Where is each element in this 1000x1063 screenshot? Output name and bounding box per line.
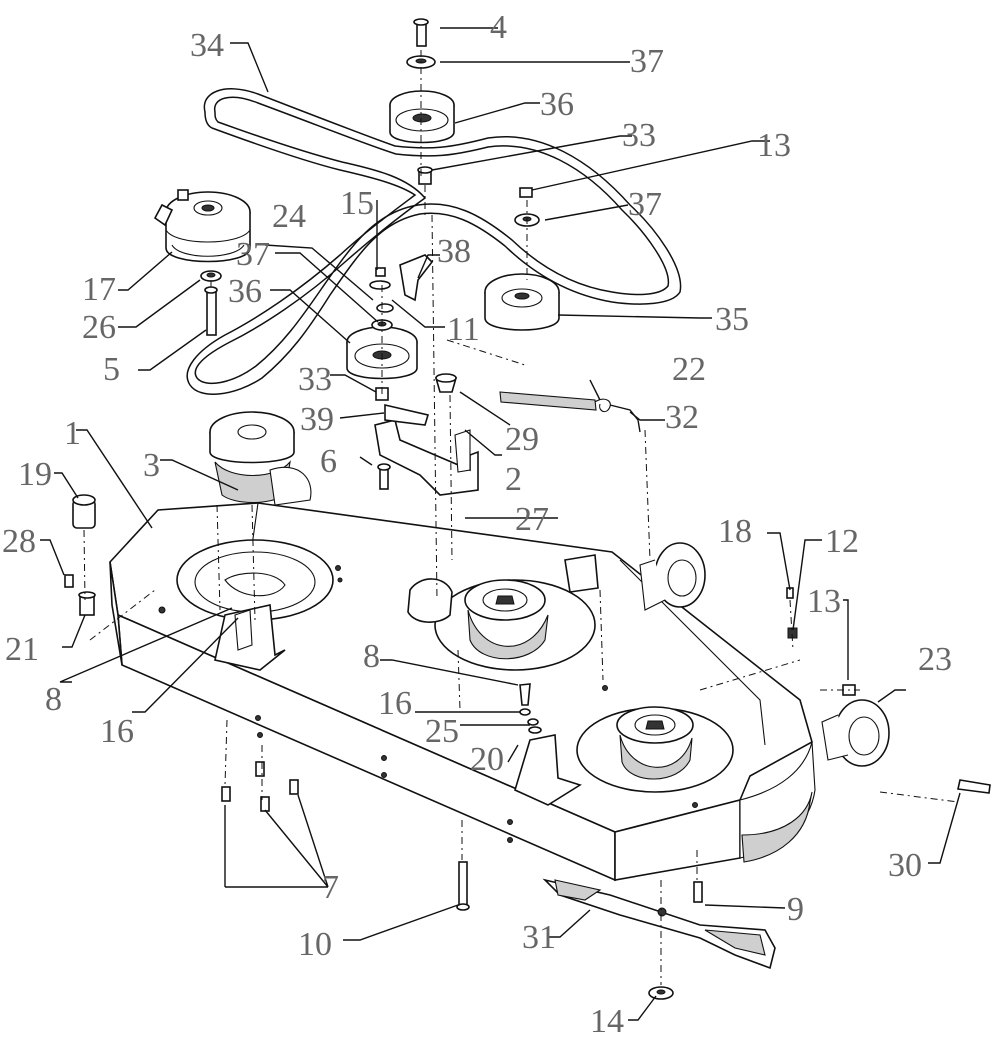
callout-labels: 1 2 3 4 5 6 7 8 8 9 10 11 12 13 13 14 15… (2, 9, 952, 1040)
callout-29: 29 (505, 421, 539, 458)
callout-39: 39 (300, 401, 334, 438)
callout-12: 12 (825, 523, 859, 560)
callout-13-right: 13 (807, 583, 841, 620)
electric-clutch (153, 189, 251, 336)
callout-23: 23 (918, 641, 952, 678)
callout-37-left: 37 (236, 236, 270, 273)
callout-37-right: 37 (628, 186, 662, 223)
callout-37-top: 37 (630, 43, 664, 80)
callout-26: 26 (82, 309, 116, 346)
callout-10: 10 (298, 926, 332, 963)
leader-lines (40, 27, 961, 1021)
idler-pulleys (346, 18, 560, 401)
cutter-blade (542, 878, 776, 970)
callout-21: 21 (5, 631, 39, 668)
callout-33-lower: 33 (298, 361, 332, 398)
callout-28: 28 (2, 523, 36, 560)
callout-13-top: 13 (757, 127, 791, 164)
callout-7: 7 (322, 869, 339, 906)
callout-19: 19 (18, 456, 52, 493)
callout-22: 22 (672, 351, 706, 388)
callout-15: 15 (340, 185, 374, 222)
callout-5: 5 (103, 351, 120, 388)
callout-27: 27 (515, 501, 549, 538)
callout-4: 4 (490, 9, 507, 46)
tension-spring (499, 391, 641, 433)
mower-deck (109, 502, 816, 882)
callout-11: 11 (447, 311, 480, 348)
callout-9: 9 (787, 891, 804, 928)
callout-1: 1 (64, 415, 81, 452)
callout-6: 6 (320, 443, 337, 480)
callout-24: 24 (272, 198, 306, 235)
callout-38: 38 (437, 233, 471, 270)
callout-25: 25 (425, 713, 459, 750)
deck-spindle-pulleys (209, 411, 694, 780)
callout-17: 17 (82, 271, 116, 308)
callout-16-left: 16 (100, 713, 134, 750)
callout-8-left: 8 (45, 681, 62, 718)
callout-3: 3 (143, 447, 160, 484)
hardware (64, 463, 991, 1000)
callout-33-top: 33 (622, 117, 656, 154)
callout-18: 18 (718, 513, 752, 550)
callout-20: 20 (470, 741, 504, 778)
callout-36-left: 36 (228, 273, 262, 310)
callout-32: 32 (665, 399, 699, 436)
callout-30: 30 (888, 847, 922, 884)
callout-31: 31 (522, 919, 556, 956)
callout-2: 2 (505, 461, 522, 498)
callout-36-top: 36 (540, 86, 574, 123)
brackets (214, 254, 599, 806)
callout-16-right: 16 (378, 685, 412, 722)
gauge-wheels (639, 542, 890, 767)
callout-8-right: 8 (363, 638, 380, 675)
assembly-centerlines (83, 50, 959, 985)
callout-35: 35 (715, 301, 749, 338)
callout-14: 14 (590, 1003, 624, 1040)
callout-34: 34 (190, 27, 224, 64)
